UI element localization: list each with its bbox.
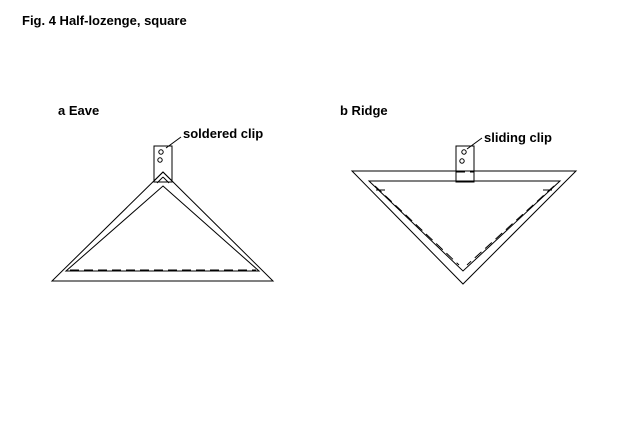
soldered-clip-plate: [153, 145, 173, 183]
eave-clip-join: [153, 171, 164, 182]
eave-frame-outer: [50, 171, 275, 282]
eave-frame-inner: [64, 185, 261, 272]
ridge-frame-inner: [367, 180, 562, 272]
eave-clip-join: [162, 171, 173, 182]
eave-clip-dashed: [156, 176, 164, 184]
sliding-clip-plate: [455, 145, 475, 183]
sliding-clip-label: sliding clip: [484, 130, 552, 145]
clip-hole-icon: [157, 157, 163, 163]
soldered-clip-label: soldered clip: [183, 126, 263, 141]
panel-eave-label: a Eave: [58, 103, 99, 118]
clip-hole-icon: [459, 158, 465, 164]
clip-hole-icon: [158, 149, 164, 155]
panel-ridge-label: b Ridge: [340, 103, 388, 118]
sliding-clip-leader: [466, 137, 483, 150]
panel-ridge: b Ridge sliding clip: [340, 103, 578, 285]
figure-title: Fig. 4 Half-lozenge, square: [22, 13, 187, 28]
ridge-right-dashed-line: [466, 185, 555, 266]
soldered-clip-leader: [165, 136, 182, 149]
panel-eave: a Eave soldered clip: [50, 103, 275, 282]
ridge-left-dashed-line: [374, 185, 460, 266]
ridge-frame-outer: [350, 170, 578, 285]
clip-hole-icon: [461, 149, 467, 155]
eave-clip-dashed: [162, 176, 170, 184]
